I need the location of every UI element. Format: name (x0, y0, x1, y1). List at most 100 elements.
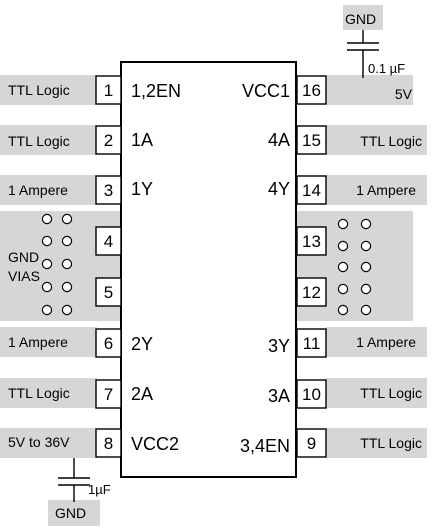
via-34 (337, 304, 349, 316)
via-31 (337, 240, 349, 252)
pad-label-left-3: 1 Ampere (8, 182, 68, 198)
pin-number-3: 3 (104, 181, 113, 200)
pad-label-right-11: 1 Ampere (356, 334, 416, 350)
pin-name-2: 1A (131, 130, 153, 150)
pad-right-14 (326, 175, 427, 205)
pin-name-15: 4A (268, 130, 290, 150)
cap-top (347, 30, 379, 78)
pin-number-1: 1 (104, 81, 113, 100)
pin-name-6: 2Y (131, 334, 153, 354)
pin-number-8: 8 (104, 434, 113, 453)
pin-box-left-4 (95, 226, 122, 256)
via-32 (337, 261, 349, 273)
pad-left-8 (0, 428, 97, 458)
cap-top-value: 0.1 µF (368, 61, 405, 76)
via-33 (337, 283, 349, 295)
pad-labels: TTL Logic TTL Logic 1 Ampere 1 Ampere TT… (8, 82, 422, 451)
pin-box-left-8 (95, 428, 122, 458)
pad-left-7 (0, 378, 97, 408)
pad-label-right-9: TTL Logic (360, 435, 422, 451)
pin-box-left-5 (95, 277, 122, 307)
pin-box-right-14 (296, 175, 327, 205)
pin-box-right-15 (296, 125, 327, 155)
via-6 (61, 235, 73, 247)
via-7 (61, 258, 73, 270)
via-0 (41, 213, 53, 225)
pad-label-right-10: TTL Logic (360, 385, 422, 401)
pin-number-14: 14 (302, 181, 321, 200)
pin-name-10: 3A (268, 386, 290, 406)
pin-box-right-16 (296, 75, 327, 105)
pin-box-right-12 (296, 277, 327, 307)
via-2 (41, 258, 53, 270)
pad-label-right-14: 1 Ampere (356, 182, 416, 198)
pin-box-right-10 (296, 379, 327, 409)
via-5 (61, 213, 73, 225)
pin-number-5: 5 (104, 283, 113, 302)
cap-bottom-gnd-label: GND (55, 505, 86, 521)
via-9 (61, 304, 73, 316)
pin-number-10: 10 (302, 385, 321, 404)
pin-name-1: 1,2EN (131, 81, 181, 101)
pin-number-9: 9 (307, 434, 316, 453)
pad-label-left-1: TTL Logic (8, 82, 70, 98)
pin-box-left-3 (95, 175, 122, 205)
pad-left-6 (0, 327, 97, 357)
pad-right-9 (326, 428, 427, 458)
pad-left-2 (0, 125, 97, 155)
pin-name-16: VCC1 (242, 81, 290, 101)
via-38 (360, 283, 372, 295)
gnd-vias-label-line1: GND (8, 249, 39, 265)
pin-name-7: 2A (131, 384, 153, 404)
via-3 (41, 281, 53, 293)
via-4 (41, 304, 53, 316)
pin-number-12: 12 (302, 283, 321, 302)
pad-label-right-16: 5V (395, 86, 413, 102)
pad-right-16 (326, 75, 413, 105)
pad-label-left-2: TTL Logic (8, 133, 70, 149)
cap-bottom-value: 1µF (88, 482, 111, 497)
pin-name-9: 3,4EN (240, 436, 290, 456)
gnd-vias-label-line2: VIAS (8, 268, 40, 284)
pad-label-left-7: TTL Logic (8, 385, 70, 401)
pin-number-16: 16 (302, 81, 321, 100)
pin-number-2: 2 (104, 131, 113, 150)
via-1 (41, 235, 53, 247)
cap-bottom (58, 458, 90, 502)
pin-box-right-13 (296, 226, 327, 256)
pin-number-11: 11 (303, 334, 321, 353)
pad-right-15 (326, 125, 427, 155)
pin-number-6: 6 (104, 334, 113, 353)
via-36 (360, 240, 372, 252)
pin-name-3: 1Y (131, 179, 153, 199)
pad-right-11 (326, 327, 427, 357)
gnd-pad-bottom (48, 500, 100, 526)
pad-label-right-15: TTL Logic (360, 133, 422, 149)
pad-left-1 (0, 75, 97, 105)
via-37 (360, 261, 372, 273)
via-35 (360, 218, 372, 230)
pin-name-14: 4Y (268, 179, 290, 199)
pin-box-left-2 (95, 125, 122, 155)
pin-box-right-9 (296, 428, 327, 458)
ic-body (120, 61, 297, 478)
pin-name-11: 3Y (268, 336, 290, 356)
pin-name-8: VCC2 (131, 434, 179, 454)
pin-number-7: 7 (104, 385, 113, 404)
pad-left-3 (0, 175, 97, 205)
pin-box-right-11 (296, 328, 327, 358)
via-39 (360, 304, 372, 316)
pin-box-left-7 (95, 379, 122, 409)
pad-right-10 (326, 378, 427, 408)
pin-number-4: 4 (104, 232, 113, 251)
pin-box-left-1 (95, 75, 122, 105)
pin-number-13: 13 (302, 232, 321, 251)
via-30 (337, 218, 349, 230)
pad-label-left-6: 1 Ampere (8, 334, 68, 350)
cap-top-gnd-label: GND (345, 11, 376, 27)
via-8 (61, 281, 73, 293)
pad-label-left-8: 5V to 36V (8, 434, 70, 450)
gnd-pad-top (343, 5, 383, 30)
